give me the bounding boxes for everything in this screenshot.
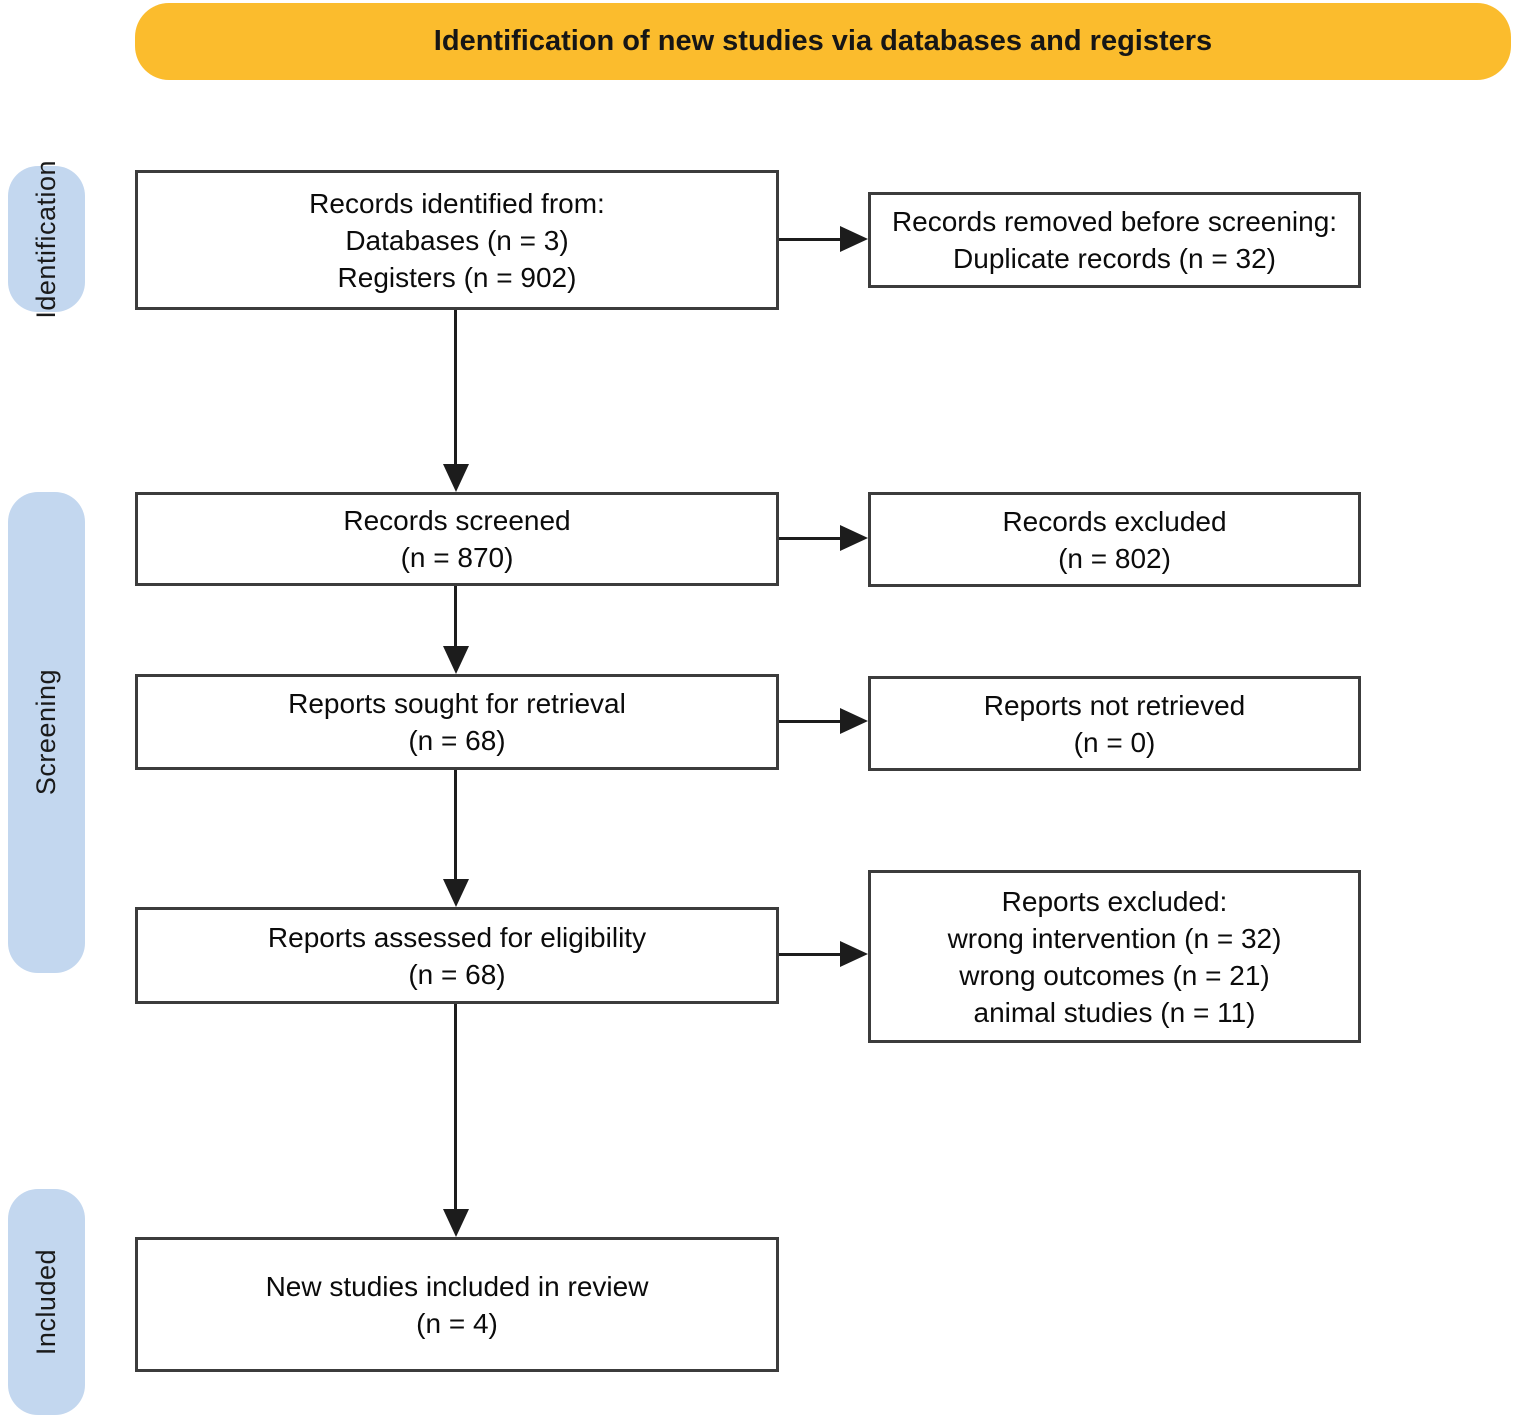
box-records-identified: Records identified from: Databases (n = … (135, 170, 779, 310)
box-reports-assessed-line1: Reports assessed for eligibility (267, 921, 647, 953)
box-reports-sought-line1: Reports sought for retrieval (288, 688, 626, 719)
box-records-identified-line2: Databases (n = 3) (345, 224, 569, 256)
arrow-identified-to-screened-line (454, 310, 457, 466)
box-records-excluded-line2: (n = 802) (1058, 542, 1171, 574)
arrow-screened-to-excluded-line (779, 537, 842, 540)
stage-pill-identification: Identification (8, 160, 85, 318)
box-reports-excluded: Reports excluded: wrong intervention (n … (868, 870, 1361, 1043)
arrow-assessed-to-reportsexcluded-line (779, 953, 842, 956)
box-new-studies-included-line2: (n = 4) (416, 1307, 498, 1339)
stage-pill-screening: Screening (8, 492, 85, 973)
box-reports-sought-line2: (n = 68) (408, 725, 506, 756)
diagram-title-text: Identification of new studies via databa… (433, 25, 1213, 57)
arrow-identified-to-screened-head-icon (443, 464, 469, 492)
diagram-title-banner: Identification of new studies via databa… (135, 3, 1511, 80)
box-reports-excluded-line4: animal studies (n = 11) (973, 996, 1256, 1028)
stage-label-included: Included (31, 1248, 61, 1356)
box-records-removed-line2: Duplicate records (n = 32) (953, 243, 1276, 274)
arrow-screened-to-sought-line (454, 586, 457, 648)
box-records-excluded: Records excluded (n = 802) (868, 492, 1361, 587)
arrow-sought-to-notretrieved-line (779, 720, 842, 723)
box-records-excluded-line1: Records excluded (1002, 505, 1227, 537)
box-records-identified-line3: Registers (n = 902) (337, 261, 577, 293)
box-reports-excluded-line2: wrong intervention (n = 32) (947, 922, 1282, 954)
stage-label-screening: Screening (31, 669, 61, 796)
arrow-screened-to-excluded-head-icon (840, 525, 868, 551)
box-reports-not-retrieved: Reports not retrieved (n = 0) (868, 676, 1361, 771)
box-records-screened: Records screened (n = 870) (135, 492, 779, 586)
box-records-identified-line1: Records identified from: (309, 187, 605, 219)
arrow-assessed-to-reportsexcluded-head-icon (840, 941, 868, 967)
arrow-screened-to-sought-head-icon (443, 646, 469, 674)
box-reports-sought: Reports sought for retrieval (n = 68) (135, 674, 779, 770)
arrow-assessed-to-included-line (454, 1004, 457, 1211)
arrow-identified-to-removed-head-icon (840, 226, 868, 252)
arrow-identified-to-removed-line (779, 238, 842, 241)
arrow-sought-to-assessed-head-icon (443, 879, 469, 907)
box-records-screened-line2: (n = 870) (400, 542, 514, 573)
box-records-screened-line1: Records screened (343, 505, 571, 536)
arrow-sought-to-notretrieved-head-icon (840, 708, 868, 734)
box-reports-not-retrieved-line2: (n = 0) (1073, 726, 1156, 758)
arrow-assessed-to-included-head-icon (443, 1209, 469, 1237)
box-new-studies-included: New studies included in review (n = 4) (135, 1237, 779, 1372)
box-reports-excluded-line3: wrong outcomes (n = 21) (959, 959, 1270, 991)
box-new-studies-included-line1: New studies included in review (265, 1270, 649, 1302)
box-records-removed: Records removed before screening: Duplic… (868, 192, 1361, 288)
box-records-removed-line1: Records removed before screening: (891, 206, 1338, 237)
stage-label-identification: Identification (31, 159, 61, 319)
box-reports-assessed: Reports assessed for eligibility (n = 68… (135, 907, 779, 1004)
box-reports-assessed-line2: (n = 68) (408, 958, 506, 990)
arrow-sought-to-assessed-line (454, 770, 457, 881)
stage-pill-included: Included (8, 1189, 85, 1415)
box-reports-excluded-line1: Reports excluded: (1001, 885, 1228, 917)
box-reports-not-retrieved-line1: Reports not retrieved (983, 689, 1246, 721)
